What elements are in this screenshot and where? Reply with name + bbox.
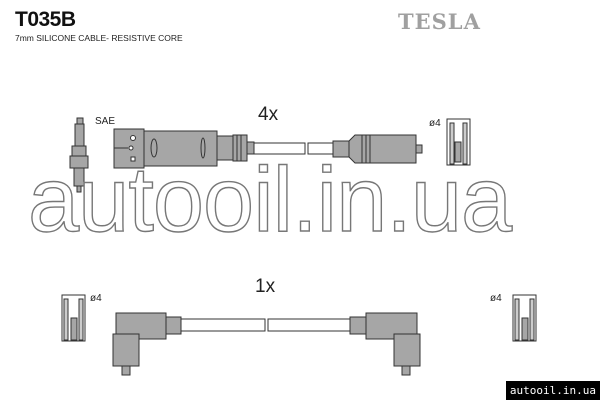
brand-logo: TESLA [398,9,481,34]
site-badge: autooil.in.ua [505,381,600,400]
part-number: T035B [15,8,76,31]
terminal-bottom-left-icon [61,294,86,342]
spark-plug-icon [69,117,89,193]
watermark: autooil.in.ua [27,148,513,251]
angled-boot-right [349,312,421,376]
coil-connector-boot [332,134,423,164]
angled-boot-left [112,312,182,376]
bottom-cable [180,318,351,332]
sae-label: SAE [95,116,116,127]
cable-description: 7mm SILICONE CABLE- RESISTIVE CORE [15,33,183,43]
terminal-top-right-icon [446,118,471,166]
straight-plug-boot [113,128,255,169]
bottom-right-terminal-label: ø4 [490,293,502,304]
terminal-bottom-right-icon [512,294,537,342]
bottom-quantity: 1x [255,276,276,297]
bottom-left-terminal-label: ø4 [90,293,102,304]
top-terminal-label: ø4 [429,118,441,129]
top-quantity: 4x [258,104,279,125]
